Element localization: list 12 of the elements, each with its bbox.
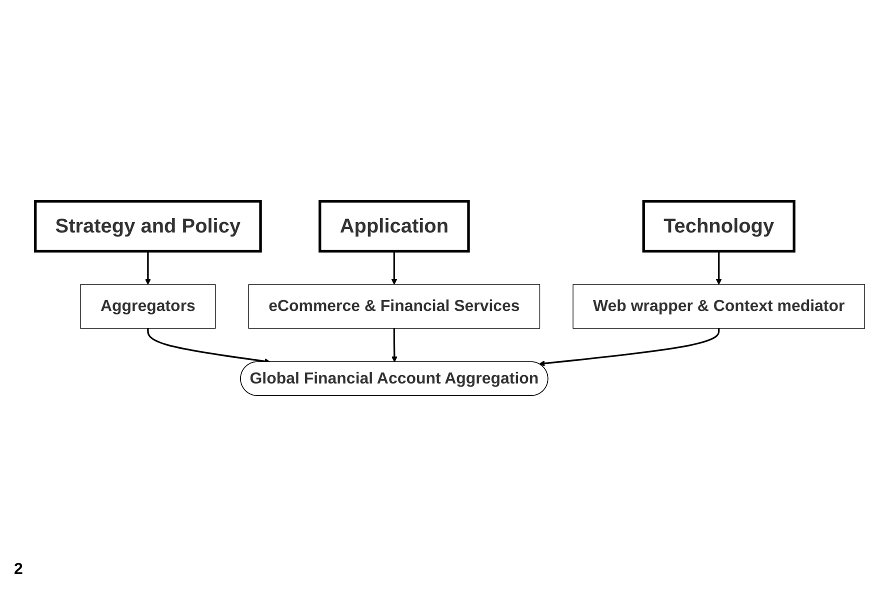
node-box: eCommerce & Financial Services	[248, 284, 540, 329]
node-box: Strategy and Policy	[34, 200, 262, 253]
page-number: 2	[14, 561, 23, 578]
arrow	[716, 251, 722, 285]
arrow	[145, 251, 151, 285]
arrow	[392, 328, 398, 362]
node-box: Application	[318, 200, 470, 253]
arrow	[538, 328, 720, 366]
node-box: Aggregators	[80, 284, 216, 329]
arrow	[391, 251, 398, 285]
node-box: Technology	[642, 200, 796, 253]
node-box: Web wrapper & Context mediator	[572, 284, 865, 329]
